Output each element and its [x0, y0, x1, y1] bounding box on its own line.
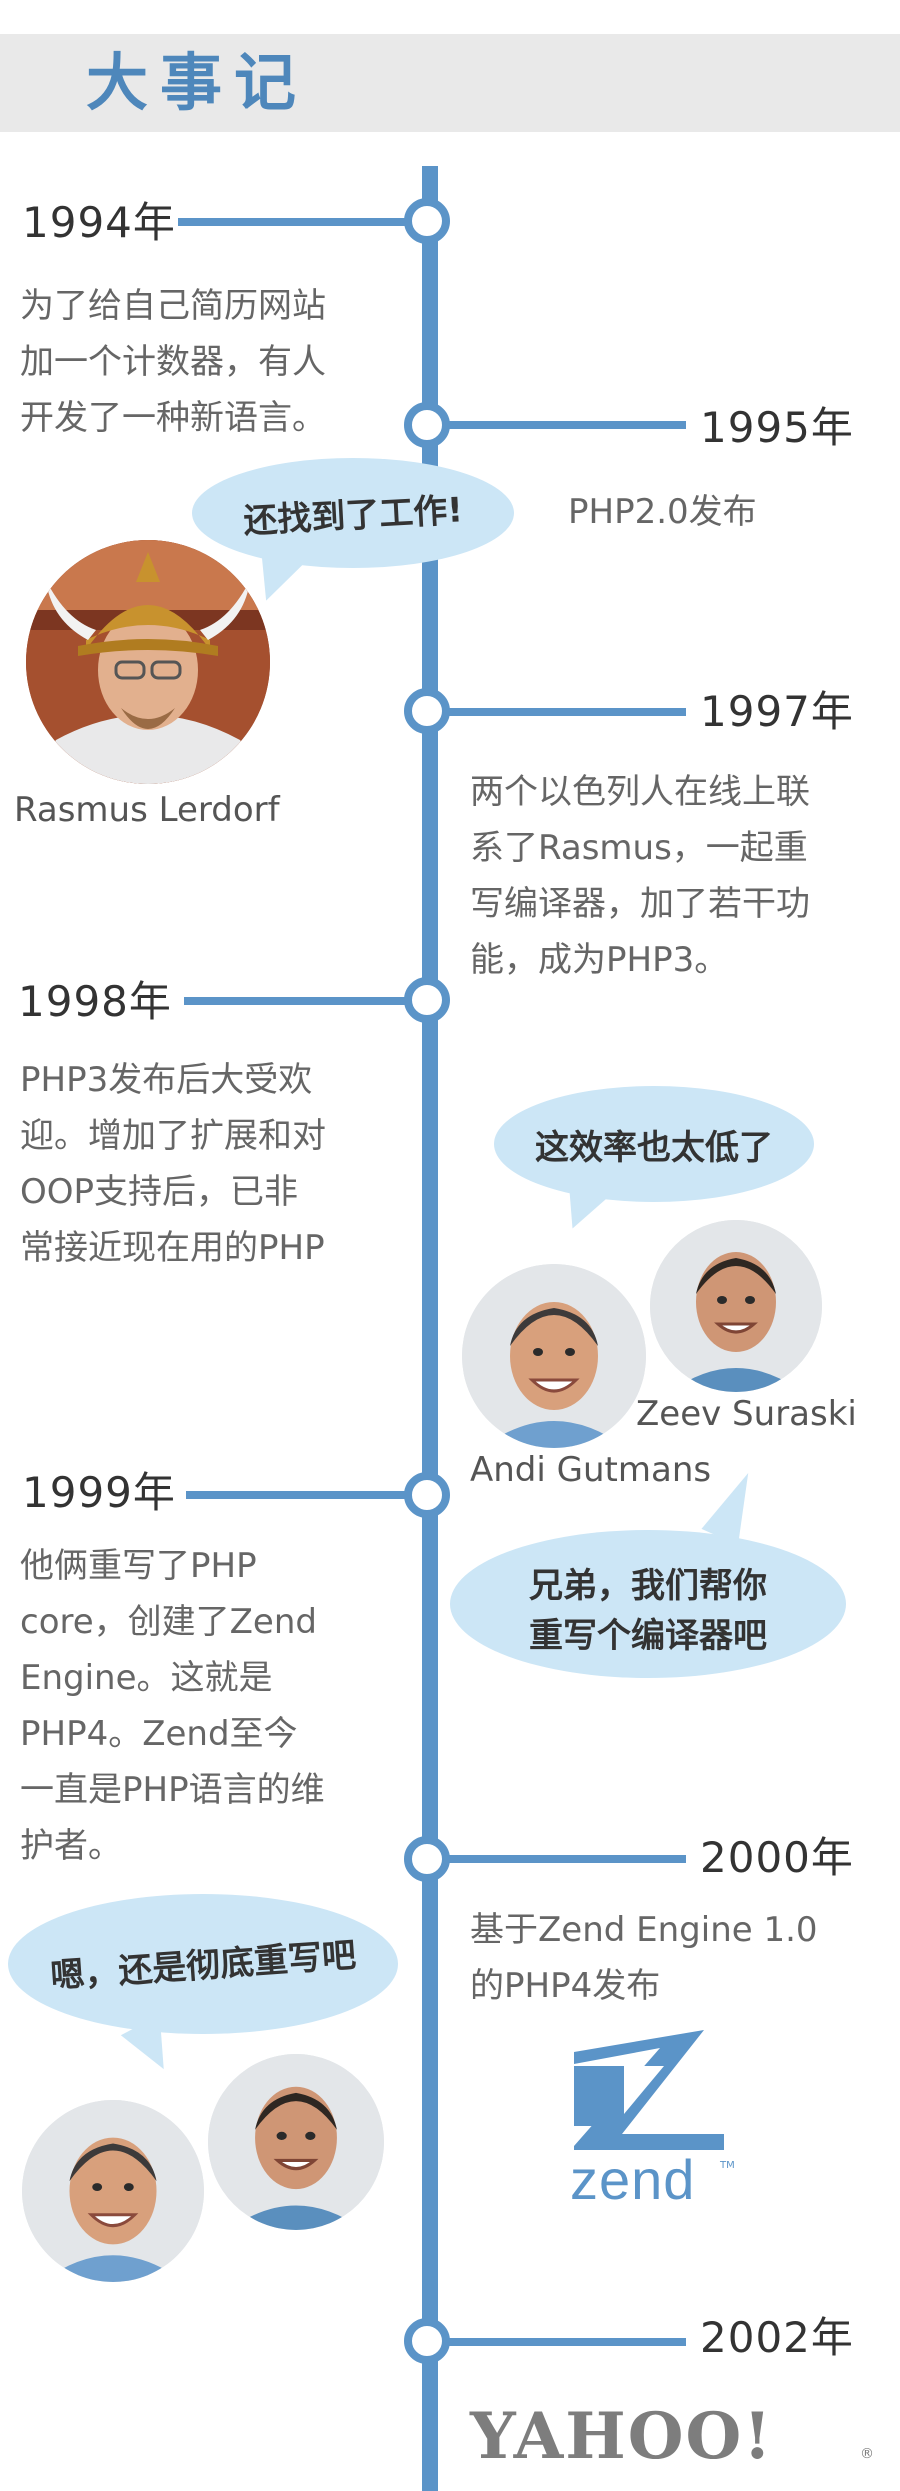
desc-line: 两个以色列人在线上联 [470, 772, 810, 812]
year-2002: 2002年 [700, 2313, 854, 2362]
event-desc-1994: 为了给自己简历网站 加一个计数器，有人 开发了一种新语言。 [20, 278, 326, 446]
timeline-node-2002 [404, 2318, 450, 2364]
desc-line: PHP4。Zend至今 [20, 1714, 298, 1754]
speech-bubble-text: 这效率也太低了 [535, 1128, 773, 1168]
desc-line: 能，成为PHP3。 [470, 940, 729, 980]
avatar-rasmus [26, 540, 270, 784]
timeline-branch-1997 [436, 708, 686, 716]
speech-bubble-zeev: 这效率也太低了 [494, 1086, 814, 1202]
event-desc-2000: 基于Zend Engine 1.0 的PHP4发布 [470, 1902, 818, 2014]
timeline-branch-2002 [436, 2338, 686, 2346]
timeline-node-2000 [404, 1836, 450, 1882]
page-title: 大事记 [86, 46, 309, 119]
zeev-portrait [208, 2054, 384, 2230]
rasmus-portrait [26, 540, 270, 784]
desc-line: 系了Rasmus，一起重 [470, 828, 808, 868]
timeline-node-1999 [404, 1472, 450, 1518]
year-1999: 1999年 [22, 1468, 176, 1517]
timeline-node-1994 [404, 198, 450, 244]
zend-tm: TM [720, 2160, 735, 2171]
desc-line: 加一个计数器，有人 [20, 342, 326, 382]
desc-line: 他俩重写了PHP [20, 1546, 257, 1586]
zend-logo: zend TM [570, 2030, 735, 2230]
avatar-zeev-2 [208, 2054, 384, 2230]
speech-bubble-andi: 兄弟，我们帮你 重写个编译器吧 [450, 1530, 846, 1678]
yahoo-registered: ® [860, 2446, 874, 2462]
desc-line: Engine。这就是 [20, 1658, 273, 1698]
event-desc-1997: 两个以色列人在线上联 系了Rasmus，一起重 写编译器，加了若干功 能，成为P… [470, 764, 810, 988]
andi-portrait [462, 1264, 646, 1448]
year-1994: 1994年 [22, 198, 176, 247]
yahoo-logo-text: YAHOO! [470, 2399, 774, 2474]
desc-line: 为了给自己简历网站 [20, 286, 326, 326]
year-1997: 1997年 [700, 687, 854, 736]
desc-line: 写编译器，加了若干功 [470, 884, 810, 924]
timeline-branch-1998 [184, 997, 424, 1005]
timeline-branch-1999 [186, 1491, 424, 1499]
desc-line: OOP支持后，已非 [20, 1172, 299, 1212]
timeline-node-1995 [404, 402, 450, 448]
desc-line: PHP3发布后大受欢 [20, 1060, 313, 1100]
desc-line: core，创建了Zend [20, 1602, 317, 1642]
desc-line: PHP2.0发布 [568, 492, 757, 532]
timeline-spine [422, 166, 438, 2491]
name-zeev: Zeev Suraski [636, 1394, 857, 1434]
avatar-andi-2 [22, 2100, 204, 2282]
year-2000: 2000年 [700, 1833, 854, 1882]
name-rasmus: Rasmus Lerdorf [14, 790, 280, 830]
desc-line: 迎。增加了扩展和对 [20, 1116, 326, 1156]
timeline-branch-2000 [436, 1855, 686, 1863]
avatar-andi [462, 1264, 646, 1448]
yahoo-logo: YAHOO! ® [470, 2392, 890, 2482]
desc-line: 的PHP4发布 [470, 1966, 661, 2006]
desc-line: 一直是PHP语言的维 [20, 1770, 325, 1810]
event-desc-1998: PHP3发布后大受欢 迎。增加了扩展和对 OOP支持后，已非 常接近现在用的PH… [20, 1052, 326, 1276]
desc-line: 开发了一种新语言。 [20, 398, 326, 438]
desc-line: 常接近现在用的PHP [20, 1228, 325, 1268]
event-desc-1995: PHP2.0发布 [568, 484, 757, 540]
event-desc-1999: 他俩重写了PHP core，创建了Zend Engine。这就是 PHP4。Ze… [20, 1538, 325, 1874]
year-1998: 1998年 [18, 977, 172, 1026]
name-andi: Andi Gutmans [470, 1450, 712, 1490]
speech-bubble-text: 嗯，还是彻底重写吧 [49, 1935, 358, 1997]
timeline-branch-1995 [436, 421, 686, 429]
zend-logo-mark [574, 2030, 724, 2150]
speech-bubble-text: 重写个编译器吧 [529, 1616, 767, 1656]
speech-bubble-1999-group: 嗯，还是彻底重写吧 [8, 1894, 398, 2034]
andi-portrait [22, 2100, 204, 2282]
timeline-node-1998 [404, 977, 450, 1023]
desc-line: 基于Zend Engine 1.0 [470, 1910, 818, 1950]
header-bar: 大事记 [0, 34, 900, 132]
avatar-zeev [650, 1220, 822, 1392]
desc-line: 护者。 [20, 1826, 122, 1866]
zeev-portrait [650, 1220, 822, 1392]
speech-bubble-rasmus: 还找到了工作! [192, 458, 514, 568]
zend-logo-text: zend [570, 2148, 696, 2211]
speech-bubble-text: 还找到了工作! [242, 490, 464, 542]
speech-bubble-text: 兄弟，我们帮你 [529, 1566, 767, 1606]
timeline-node-1997 [404, 688, 450, 734]
year-1995: 1995年 [700, 403, 854, 452]
timeline-branch-1994 [178, 218, 424, 226]
